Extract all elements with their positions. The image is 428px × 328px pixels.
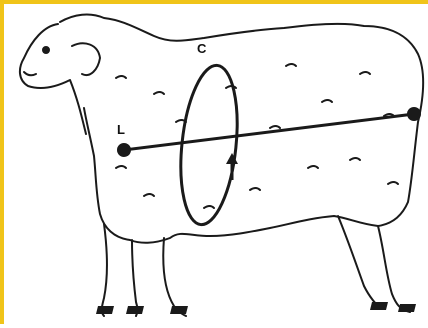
sheep-front-leg-2 bbox=[131, 239, 139, 317]
length-start-point bbox=[117, 143, 131, 157]
sheep-head bbox=[18, 23, 87, 135]
sheep-front-leg-1 bbox=[100, 223, 108, 317]
sheep-hoof-5 bbox=[398, 304, 416, 312]
sheep-hoof-2 bbox=[126, 306, 144, 314]
sheep-hind-leg-2 bbox=[377, 225, 411, 313]
sheep-hoof-4 bbox=[370, 302, 388, 310]
girth-label: C bbox=[197, 41, 207, 56]
length-end-point bbox=[407, 107, 421, 121]
sheep-nose bbox=[23, 71, 37, 77]
sheep-hoof-1 bbox=[96, 306, 114, 314]
sheep-front-leg-3 bbox=[162, 237, 187, 317]
sheep-hoof-3 bbox=[170, 306, 188, 314]
girth-arrow-head-icon bbox=[226, 153, 238, 164]
sheep-eye bbox=[42, 46, 50, 54]
length-label: L bbox=[117, 122, 125, 137]
length-measure-line bbox=[123, 112, 415, 152]
sheep-ear bbox=[71, 42, 101, 76]
sheep-hind-leg-1 bbox=[337, 215, 381, 309]
sheep-diagram bbox=[18, 13, 425, 317]
girth-measure-ellipse bbox=[179, 63, 239, 227]
sheep-body-outline bbox=[59, 13, 425, 244]
